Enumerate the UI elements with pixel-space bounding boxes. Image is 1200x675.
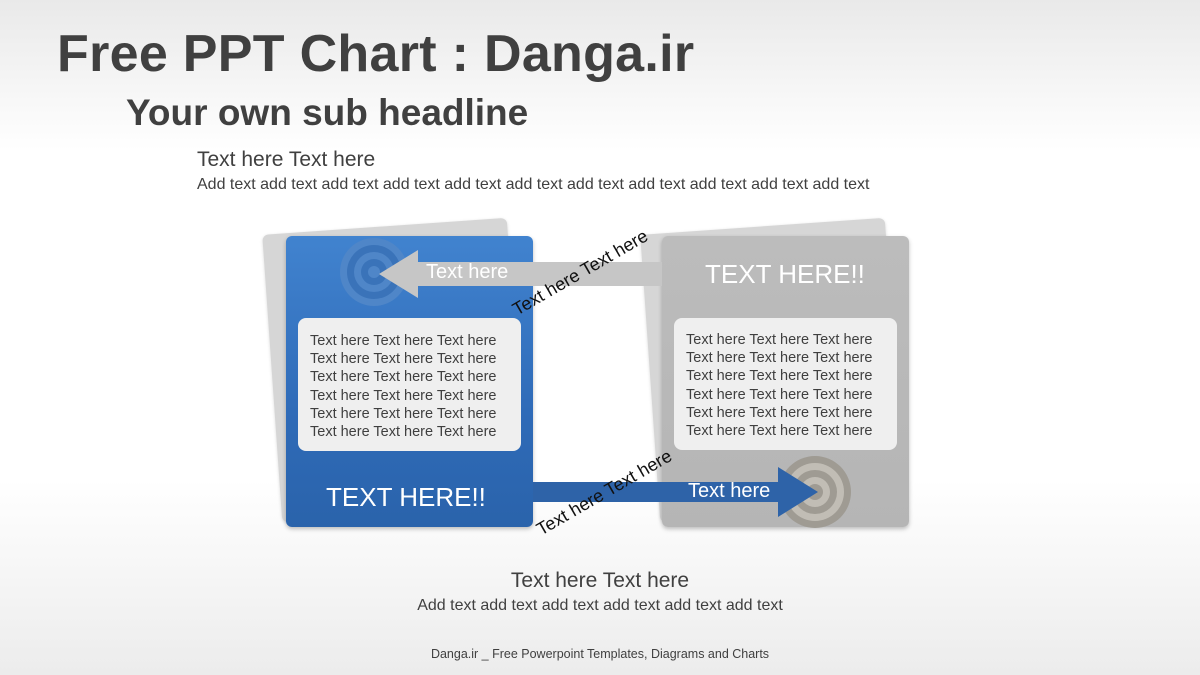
left-card-text: Text here Text here Text here Text here …	[298, 318, 521, 451]
footer-text: Danga.ir _ Free Powerpoint Templates, Di…	[430, 647, 770, 661]
sub-headline: Your own sub headline	[126, 92, 529, 133]
right-card-text: Text here Text here Text here Text here …	[674, 318, 897, 450]
page-title: Free PPT Chart : Danga.ir	[57, 25, 695, 83]
top-arrow-label: Text here	[426, 261, 509, 283]
intro-heading: Text here Text here	[197, 148, 376, 171]
intro-body: Add text add text add text add text add …	[197, 176, 870, 193]
bottom-heading: Text here Text here	[510, 569, 690, 592]
bottom-arrow-label: Text here	[688, 480, 771, 502]
target-icon	[340, 238, 408, 306]
left-card-title: TEXT HERE!!	[326, 482, 486, 512]
right-arrow	[533, 467, 818, 517]
left-arrow	[379, 250, 662, 298]
right-card-title: TEXT HERE!!	[705, 259, 865, 289]
bottom-body: Add text add text add text add text add …	[417, 597, 783, 614]
